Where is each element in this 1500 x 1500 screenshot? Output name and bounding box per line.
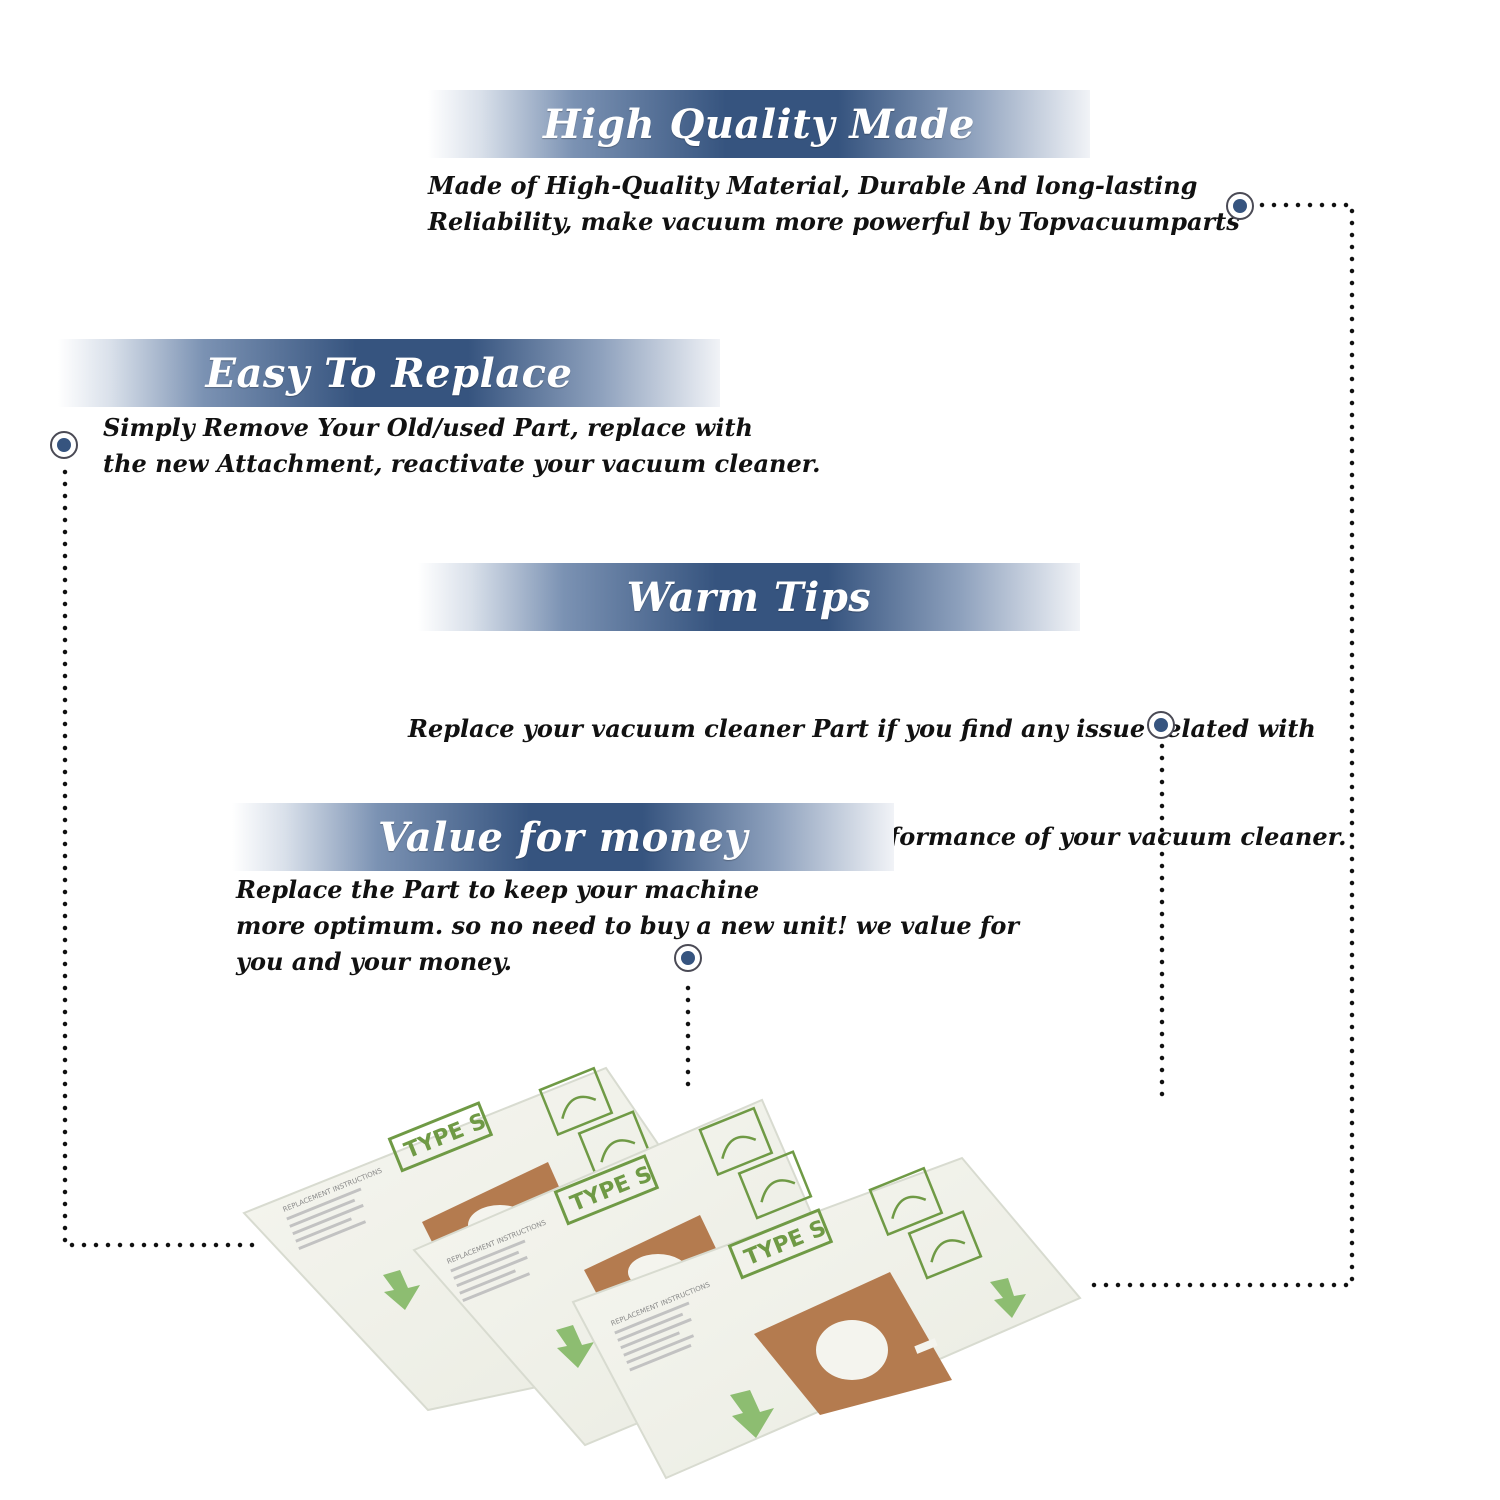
banner-high-quality: High Quality Made xyxy=(428,90,1090,158)
description-line: you and your money. xyxy=(236,947,512,976)
description-line: Reliability, make vacuum more powerful b… xyxy=(428,207,1240,236)
section-title-high-quality: High Quality Made xyxy=(543,100,975,148)
vacuum-bag-3: TYPE S REPLACEMENT INSTRUCTIONS xyxy=(571,1156,1082,1480)
section-title-easy-replace: Easy To Replace xyxy=(205,349,573,397)
description-value: Replace the Part to keep your machine mo… xyxy=(236,872,1019,980)
marker-warm-tips xyxy=(1147,711,1175,739)
description-easy-replace: Simply Remove Your Old/used Part, replac… xyxy=(103,410,821,482)
banner-value: Value for money xyxy=(232,803,894,871)
description-line: Replace the Part to keep your machine xyxy=(236,875,760,904)
marker-high-quality xyxy=(1226,192,1254,220)
section-title-value: Value for money xyxy=(377,813,749,861)
description-line: the new Attachment, reactivate your vacu… xyxy=(103,449,821,478)
banner-easy-replace: Easy To Replace xyxy=(58,339,720,407)
marker-easy-replace xyxy=(50,431,78,459)
marker-value xyxy=(674,944,702,972)
banner-warm-tips: Warm Tips xyxy=(418,563,1080,631)
description-high-quality: Made of High-Quality Material, Durable A… xyxy=(428,168,1240,240)
section-title-warm-tips: Warm Tips xyxy=(626,573,872,621)
description-line: more optimum. so no need to buy a new un… xyxy=(236,911,1019,940)
description-line: Replace your vacuum cleaner Part if you … xyxy=(408,714,1316,743)
description-line: Made of High-Quality Material, Durable A… xyxy=(428,171,1198,200)
description-line: Simply Remove Your Old/used Part, replac… xyxy=(103,413,753,442)
